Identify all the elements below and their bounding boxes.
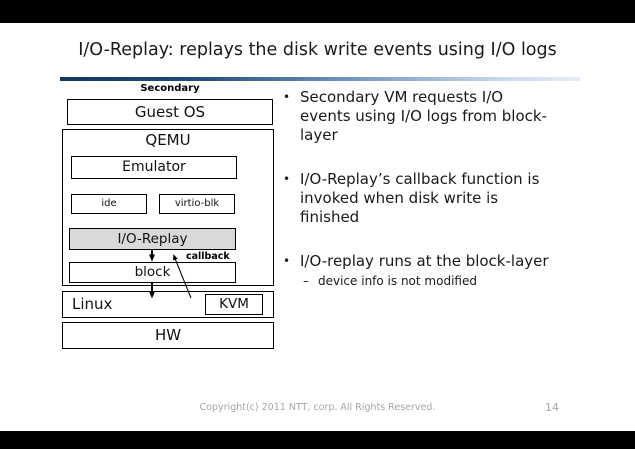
- bullet-item: • I/O-Replay’s callback function is invo…: [283, 170, 623, 227]
- secondary-vm-label: Secondary: [140, 83, 200, 94]
- sub-bullet-text: device info is not modified: [318, 274, 477, 288]
- letterbox-top: [0, 0, 635, 23]
- callback-label: callback: [186, 251, 230, 262]
- io-replay-box: I/O-Replay: [69, 228, 236, 250]
- bullet-text: Secondary VM requests I/O events using I…: [300, 88, 547, 145]
- virtio-blk-box: virtio-blk: [159, 194, 235, 214]
- guest-os-box: Guest OS: [67, 99, 273, 125]
- linux-label: Linux: [72, 295, 113, 313]
- bullet-text: I/O-Replay’s callback function is invoke…: [300, 170, 539, 227]
- bullet-list: • Secondary VM requests I/O events using…: [283, 88, 623, 314]
- bullet-icon: •: [283, 254, 291, 268]
- bullet-text: I/O-replay runs at the block-layer – dev…: [300, 252, 549, 289]
- page-number: 14: [545, 401, 559, 414]
- ide-box: ide: [71, 194, 147, 214]
- bullet-item: • I/O-replay runs at the block-layer – d…: [283, 252, 623, 289]
- sub-bullet-item: – device info is not modified: [303, 274, 549, 289]
- bullet-line: finished: [300, 208, 360, 226]
- block-box: block: [69, 262, 236, 283]
- kvm-box: KVM: [205, 294, 263, 315]
- hw-box: HW: [62, 322, 274, 349]
- bullet-line: I/O-Replay’s callback function is: [300, 170, 540, 188]
- bullet-item: • Secondary VM requests I/O events using…: [283, 88, 623, 145]
- bullet-line: Secondary VM requests I/O: [300, 88, 504, 106]
- bullet-line: I/O-replay runs at the block-layer: [300, 252, 549, 270]
- emulator-box: Emulator: [71, 156, 237, 179]
- bullet-line: layer: [300, 126, 338, 144]
- bullet-line: events using I/O logs from block-: [300, 107, 547, 125]
- qemu-label: QEMU: [145, 131, 191, 149]
- footer-copyright: Copyright(c) 2011 NTT, corp. All Rights …: [199, 402, 436, 413]
- dash-icon: –: [303, 274, 309, 288]
- bullet-line: invoked when disk write is: [300, 189, 499, 207]
- bullet-icon: •: [283, 90, 291, 104]
- bullet-icon: •: [283, 172, 291, 186]
- slide-title: I/O-Replay: replays the disk write event…: [78, 40, 557, 60]
- title-underline-rule: [60, 77, 580, 81]
- letterbox-bottom: [0, 431, 635, 449]
